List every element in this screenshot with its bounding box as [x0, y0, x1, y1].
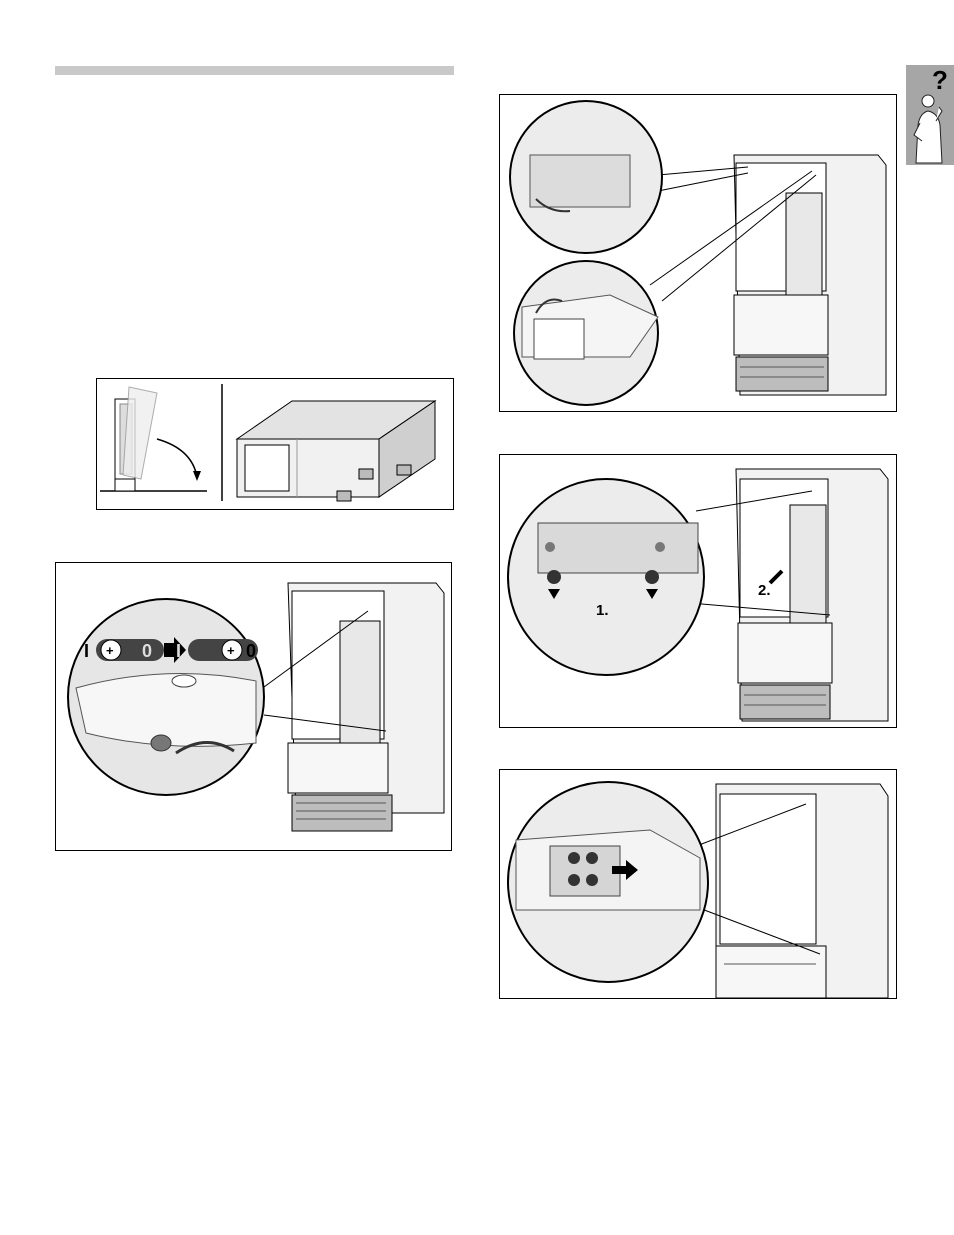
upright-appliance-icon [115, 387, 157, 491]
magnifier-circle [508, 479, 704, 675]
lock-label-i-right: I [176, 641, 181, 661]
step-1-label: 1. [596, 602, 609, 619]
tilt-arrow-icon [157, 439, 197, 477]
lying-appliance-icon [237, 401, 435, 501]
svg-text:+: + [106, 643, 114, 658]
figure-door-lock: + I 0 + I 0 [55, 562, 452, 851]
svg-text:+: + [227, 643, 235, 658]
refrigerator-icon [288, 583, 444, 831]
refrigerator-icon [716, 784, 888, 998]
lock-label-i-left: I [84, 641, 89, 661]
figure-hinge-screws: 1. 2. [499, 454, 897, 728]
section-rule [55, 66, 454, 75]
help-tab: ? [906, 65, 954, 165]
refrigerator-icon [734, 155, 886, 395]
figure-tilt-appliance [96, 378, 454, 510]
person-phone-icon [914, 95, 942, 163]
lock-label-0-left: 0 [142, 641, 152, 661]
lock-label-0-right: 0 [246, 641, 256, 661]
screw-icon [645, 570, 659, 584]
figure-hinge-cover [499, 94, 897, 412]
screw-icon [547, 570, 561, 584]
question-mark-icon: ? [932, 65, 948, 95]
figure-hinge-slide [499, 769, 897, 999]
step-2-label: 2. [758, 582, 771, 599]
